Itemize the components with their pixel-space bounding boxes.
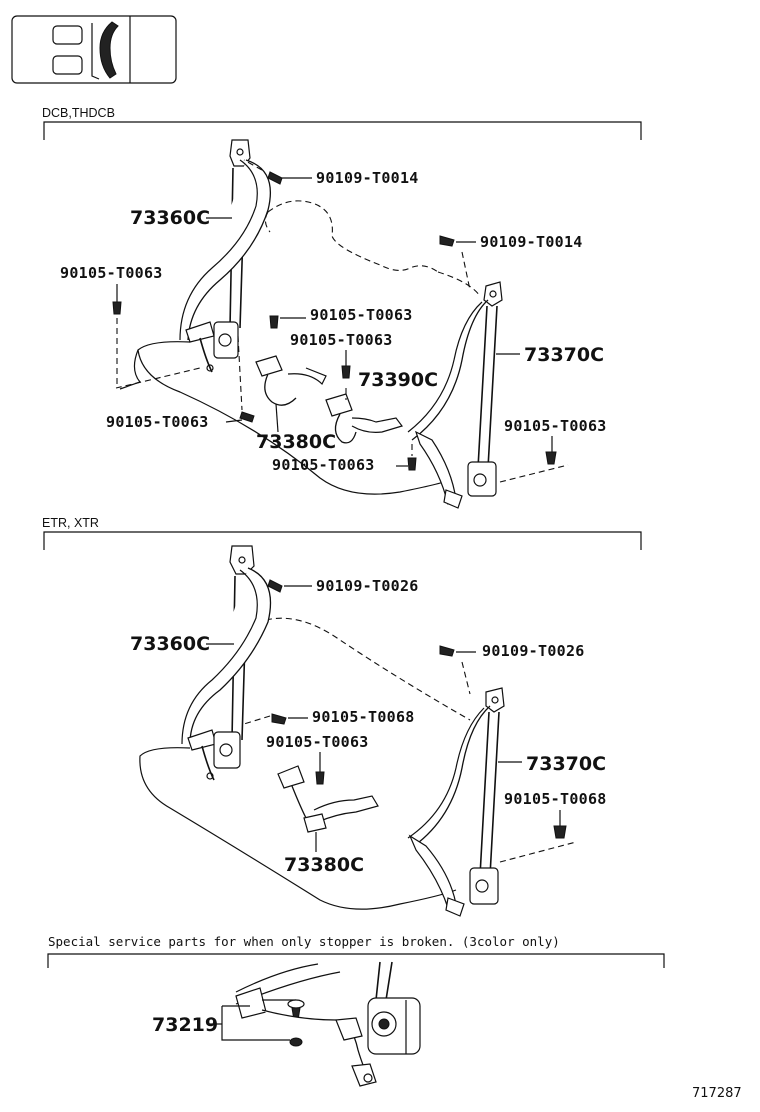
section-dcb-thdcb: DCB,THDCB [42,106,642,509]
bolt-icon [545,451,557,465]
right-seat-belt [407,281,503,509]
part-label-90105-t0068[interactable]: 90105-T0068 [312,708,415,726]
figure-id: 717287 [692,1086,742,1101]
part-label-73219[interactable]: 73219 [152,1014,218,1036]
bolt-icon [243,159,312,185]
bolt-icon [407,457,417,471]
part-label-73370c[interactable]: 73370C [526,753,606,775]
part-label-73360c[interactable]: 73360C [130,207,210,229]
bolt-icon [267,579,283,593]
part-label-73390c[interactable]: 73390C [358,369,438,391]
section-header: DCB,THDCB [42,106,115,120]
part-label-90109-t0014[interactable]: 90109-T0014 [316,169,419,187]
section-bracket [47,953,665,968]
bolt-icon [553,825,567,839]
part-label-73370c[interactable]: 73370C [524,344,604,366]
part-label-90109-t0026[interactable]: 90109-T0026 [316,577,419,595]
section-bracket [43,531,642,550]
right-seat-belt [407,687,505,917]
part-label-90105-t0068[interactable]: 90105-T0068 [504,790,607,808]
part-label-90109-t0026[interactable]: 90109-T0026 [482,642,585,660]
part-label-90109-t0014[interactable]: 90109-T0014 [480,233,583,251]
vehicle-locator-icon [11,15,177,84]
bolt-icon [269,315,279,329]
bolt-icon [439,235,476,291]
stopper-assembly [235,961,421,1087]
bolt-icon [439,645,455,657]
buckle-73390c [325,388,403,444]
part-label-90105-t0063[interactable]: 90105-T0063 [310,306,413,324]
seat-outline [139,617,577,910]
part-label-73360c[interactable]: 73360C [130,633,210,655]
part-label-73380c[interactable]: 73380C [284,854,364,876]
part-label-90105-t0063[interactable]: 90105-T0063 [266,733,369,751]
buckle-73380c [237,335,327,433]
bolt-icon [315,771,325,785]
part-label-90105-t0063[interactable]: 90105-T0063 [106,413,209,431]
part-label-90105-t0063[interactable]: 90105-T0063 [290,331,393,349]
bolt-icon [239,411,255,423]
buckle-73380c [277,765,379,852]
bolt-icon [271,713,287,725]
part-label-73380c[interactable]: 73380C [256,431,336,453]
part-label-90105-t0063[interactable]: 90105-T0063 [272,456,375,474]
section-special-parts: Special service parts for when only stop… [47,934,665,1087]
left-seat-belt [179,139,272,373]
section-bracket [43,121,642,140]
special-note: Special service parts for when only stop… [48,934,560,949]
section-etr-xtr: ETR, XTR 90109-T0026 73360C [42,516,642,917]
left-seat-belt [181,545,272,781]
section-header: ETR, XTR [42,516,99,530]
bolt-icon [341,365,351,379]
part-label-90105-t0063[interactable]: 90105-T0063 [504,417,607,435]
bolt-icon [112,301,122,315]
seat-outline [115,200,569,495]
part-label-90105-t0063[interactable]: 90105-T0063 [60,264,163,282]
